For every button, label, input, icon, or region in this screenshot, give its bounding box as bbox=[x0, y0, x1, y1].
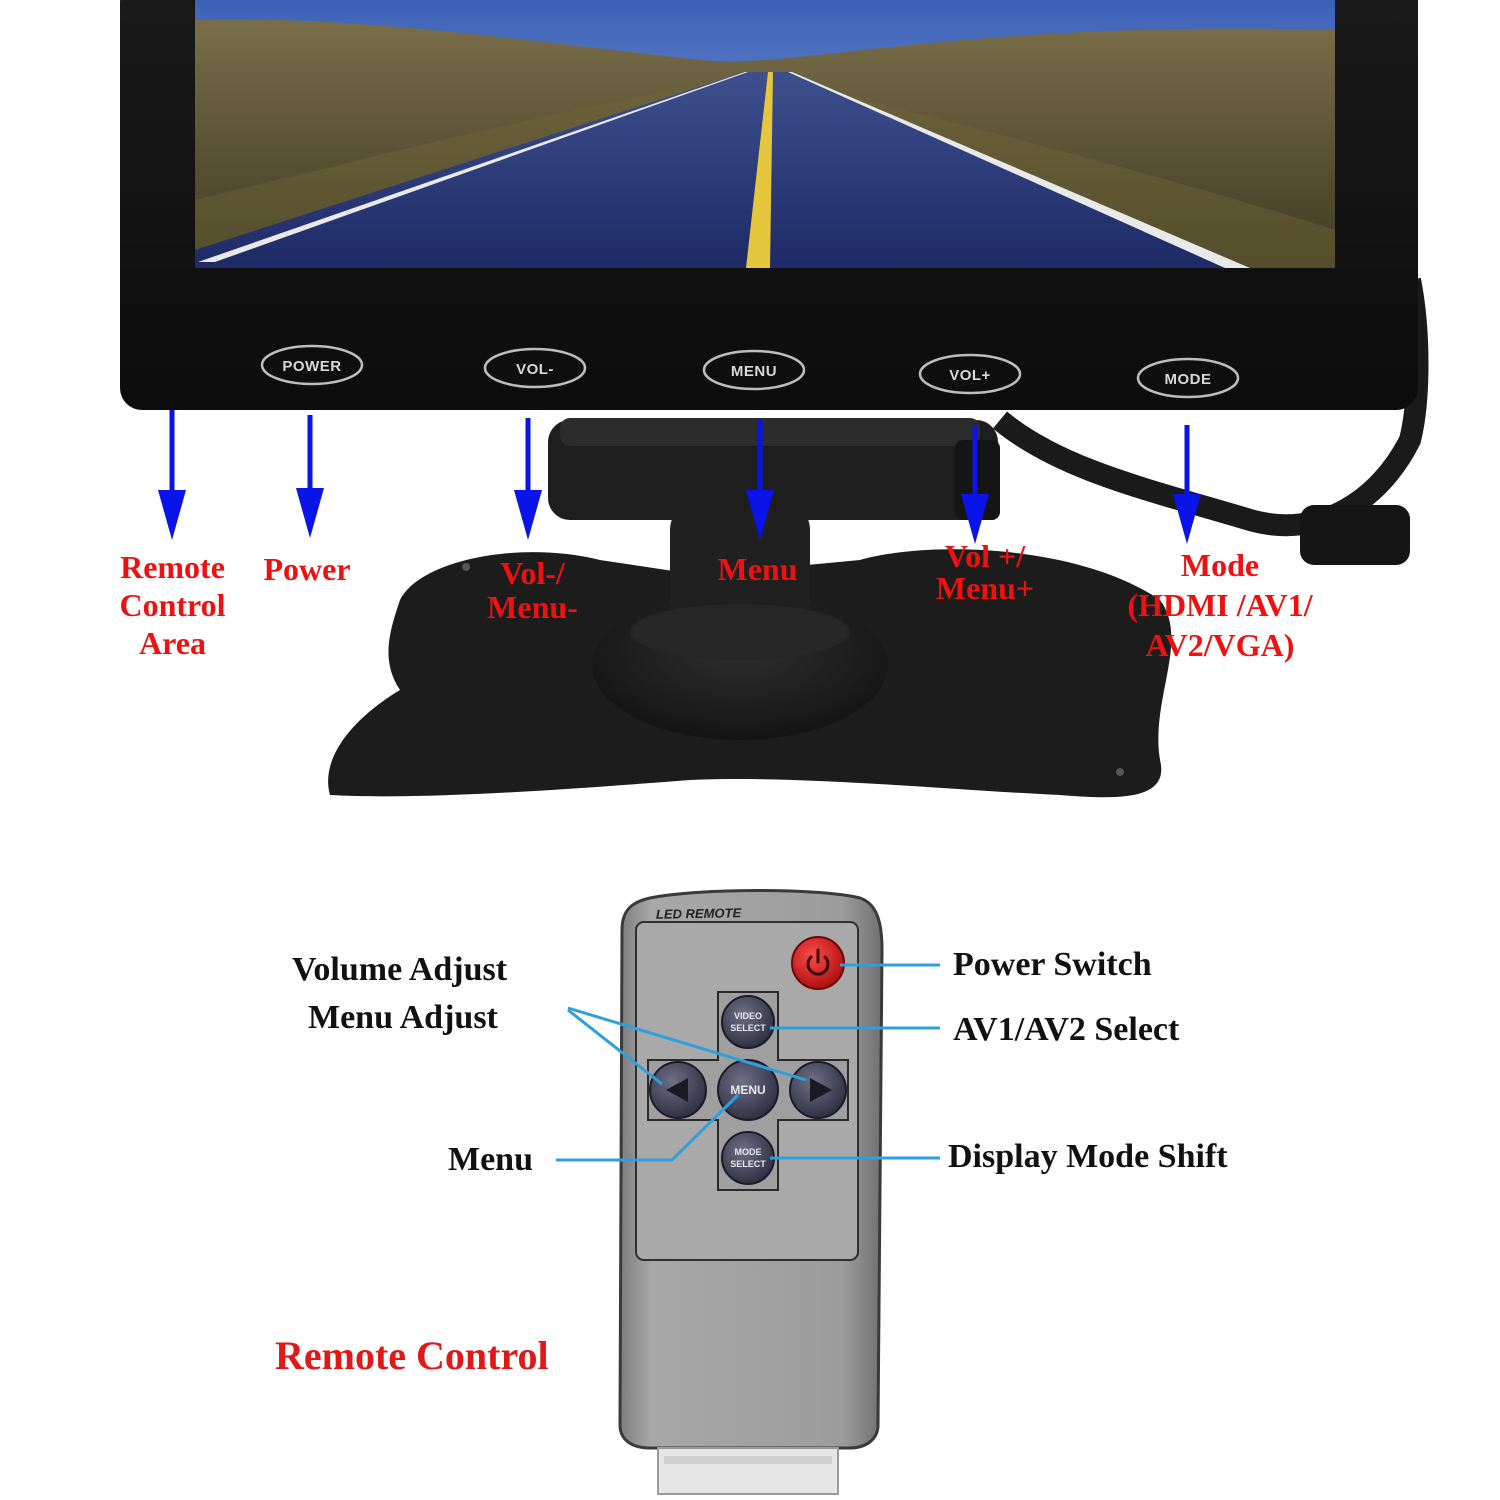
callout-display-mode-shift: Display Mode Shift bbox=[948, 1138, 1228, 1175]
pedestal-neck bbox=[670, 500, 810, 630]
monitor-mode-button-label: MODE bbox=[1165, 371, 1212, 388]
left-arrow-icon bbox=[666, 1078, 688, 1102]
arrow-vol-plus bbox=[961, 425, 989, 544]
label-vol-minus-line: Menu- bbox=[487, 589, 578, 625]
label-mode-line: AV2/VGA) bbox=[1145, 627, 1295, 663]
label-menu: Menu bbox=[717, 551, 798, 587]
right-arrow-icon bbox=[810, 1078, 832, 1102]
arrow-menu bbox=[746, 420, 774, 540]
label-remote-area-line: Remote bbox=[120, 549, 225, 585]
label-mode-line: (HDMI /AV1/ bbox=[1127, 587, 1313, 623]
callout-menu-adjust: Menu Adjust bbox=[308, 999, 498, 1036]
callout-line-volume-right bbox=[567, 1006, 807, 1082]
label-power: Power bbox=[263, 551, 351, 587]
menu-button-label: MENU bbox=[730, 1083, 765, 1097]
remote-control-title: Remote Control bbox=[275, 1333, 549, 1378]
label-vol-plus-line: Vol +/ bbox=[944, 538, 1026, 574]
monitor-screen bbox=[195, 0, 1335, 269]
road-centerline bbox=[746, 72, 773, 268]
base-screw-hole bbox=[1116, 768, 1124, 776]
remote-right-button[interactable] bbox=[789, 1061, 847, 1119]
remote-video-select-button[interactable]: VIDEO SELECT bbox=[721, 995, 775, 1049]
cable-connector bbox=[1300, 505, 1410, 565]
callout-lines bbox=[556, 963, 940, 1162]
monitor-menu-button[interactable]: MENU bbox=[702, 349, 806, 391]
arrow-mode bbox=[1173, 425, 1201, 544]
callout-volume-adjust: Volume Adjust bbox=[292, 951, 508, 988]
road-edge-line bbox=[198, 72, 748, 262]
monitor-vol-minus-button-label: VOL- bbox=[516, 361, 554, 378]
pedestal-top bbox=[630, 604, 850, 660]
monitor-power-button[interactable]: POWER bbox=[260, 344, 364, 386]
label-mode: Mode (HDMI /AV1/ AV2/VGA) bbox=[1110, 545, 1330, 665]
base-screw-hole bbox=[462, 563, 470, 571]
callout-line-menu bbox=[556, 1093, 740, 1162]
remote-mode-select-button[interactable]: MODE SELECT bbox=[721, 1131, 775, 1185]
road bbox=[195, 72, 1250, 268]
monitor-mode-button[interactable]: MODE bbox=[1136, 357, 1240, 399]
monitor-vol-minus-button[interactable]: VOL- bbox=[483, 347, 587, 389]
mode-select-label-line: SELECT bbox=[730, 1159, 766, 1169]
remote-power-button[interactable] bbox=[791, 936, 845, 990]
road-edge-line bbox=[788, 72, 1250, 268]
label-vol-plus: Vol +/ Menu+ bbox=[920, 540, 1050, 604]
monitor-vol-plus-button[interactable]: VOL+ bbox=[918, 353, 1022, 395]
label-remote-area-line: Area bbox=[139, 625, 206, 661]
remote-menu-button[interactable]: MENU bbox=[717, 1059, 779, 1121]
mode-select-label-line: MODE bbox=[735, 1147, 762, 1157]
power-icon bbox=[806, 948, 830, 976]
label-vol-minus: Vol-/ Menu- bbox=[470, 556, 595, 624]
video-select-label-line: SELECT bbox=[730, 1023, 766, 1033]
video-select-label-line: VIDEO bbox=[734, 1011, 762, 1021]
label-remote-area-line: Control bbox=[119, 587, 226, 623]
remote-brand: LED REMOTE bbox=[656, 905, 742, 921]
label-mode-line: Mode bbox=[1180, 547, 1260, 583]
label-vol-minus-line: Vol-/ bbox=[500, 555, 565, 591]
arrow-vol-minus bbox=[514, 418, 542, 540]
label-remote-control-area: Remote Control Area bbox=[100, 548, 245, 662]
arrow-power bbox=[296, 415, 324, 538]
bracket-pad bbox=[560, 418, 980, 446]
monitor-menu-button-label: MENU bbox=[731, 363, 777, 380]
callout-av-select: AV1/AV2 Select bbox=[953, 1011, 1180, 1048]
monitor-power-button-label: POWER bbox=[282, 358, 341, 375]
remote-left-button[interactable] bbox=[649, 1061, 707, 1119]
monitor-vol-plus-button-label: VOL+ bbox=[949, 367, 991, 384]
arrow-remote-area bbox=[158, 410, 186, 540]
battery-tray bbox=[657, 1447, 839, 1495]
callout-power-switch: Power Switch bbox=[953, 946, 1152, 983]
callout-line-volume-left bbox=[567, 1008, 663, 1086]
label-vol-plus-line: Menu+ bbox=[935, 570, 1035, 606]
callout-menu: Menu bbox=[448, 1141, 533, 1178]
